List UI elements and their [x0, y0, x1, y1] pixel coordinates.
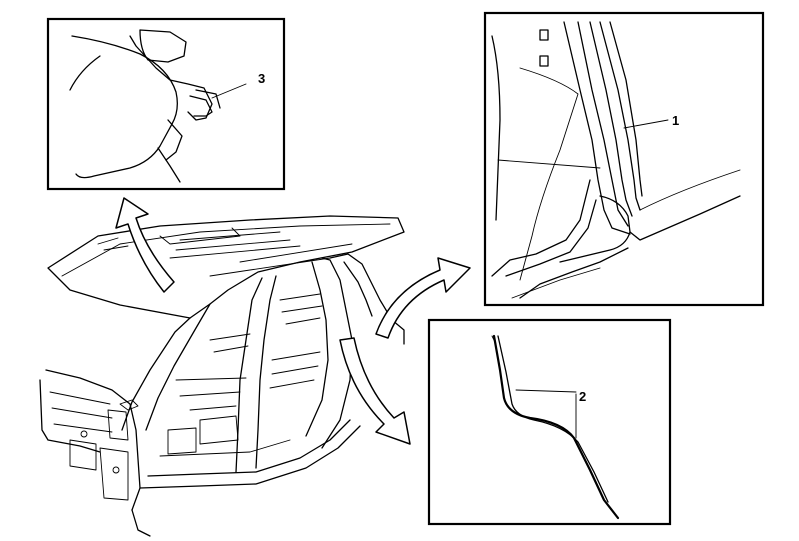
vehicle-body-illustration [39, 215, 405, 537]
arrow-to-inset-1 [375, 257, 471, 339]
arrow-to-inset-3 [115, 197, 175, 293]
detail-inset-callout-1 [483, 11, 765, 307]
callout-label-3: 3 [258, 71, 265, 86]
detail-inset-callout-2 [427, 318, 672, 526]
arrow-to-inset-2 [339, 337, 411, 445]
callout-label-2: 2 [579, 389, 586, 404]
callout-label-1: 1 [672, 113, 679, 128]
detail-inset-callout-3 [46, 17, 286, 191]
